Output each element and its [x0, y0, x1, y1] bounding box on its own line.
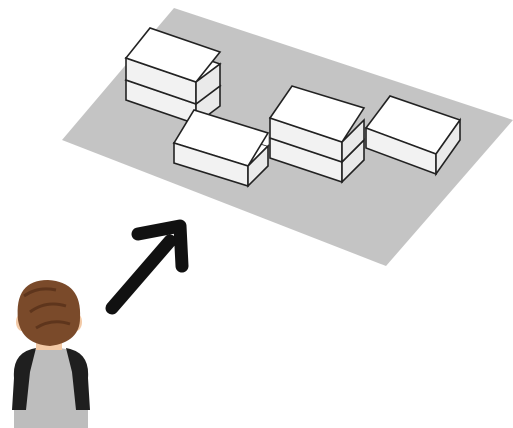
person-back-view-icon [12, 280, 90, 428]
box-stack-left-back [124, 27, 222, 126]
arrow-up-right-icon [105, 219, 189, 315]
box-stack-center-front [172, 109, 270, 188]
box-stack-right-center [268, 85, 366, 184]
box-stack-right [364, 95, 462, 177]
box-top [124, 27, 222, 83]
